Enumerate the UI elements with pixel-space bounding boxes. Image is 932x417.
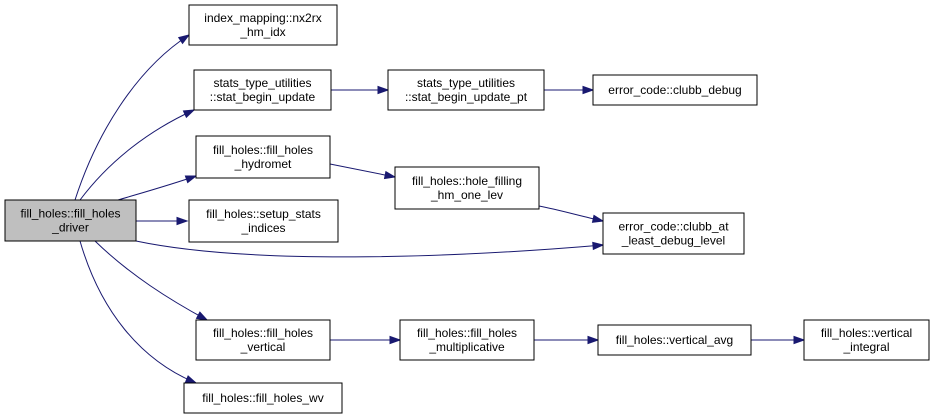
- arrowhead: [195, 311, 209, 321]
- node-box: [597, 324, 752, 356]
- edge-driver-to-vertical: [94, 240, 209, 321]
- arrowhead: [383, 170, 397, 180]
- node-vertical-integral[interactable]: fill_holes::vertical_integral: [803, 319, 930, 361]
- call-graph-nodes: fill_holes::fill_holes_driverindex_mappi…: [4, 4, 930, 414]
- arrowhead: [184, 375, 198, 384]
- edge-multiplicative-to-vertical_avg: [534, 335, 600, 345]
- node-label-line: _vertical: [240, 340, 286, 354]
- node-label-line: fill_holes::vertical_avg: [616, 333, 733, 347]
- node-box: [195, 135, 331, 179]
- edge-line: [117, 175, 197, 201]
- node-vertical[interactable]: fill_holes::fill_holes_vertical: [195, 319, 331, 361]
- node-label-line: stats_type_utilities: [417, 76, 515, 90]
- node-box: [195, 319, 331, 361]
- edge-driver-to-wv: [79, 240, 198, 384]
- edge-line: [94, 240, 208, 321]
- node-label-line: fill_holes::setup_stats: [206, 207, 321, 221]
- node-box: [183, 382, 343, 414]
- edge-vertical_avg-to-vertical_integral: [751, 335, 806, 345]
- edge-driver-to-setup_stats: [136, 216, 189, 226]
- edge-line: [74, 34, 190, 201]
- node-box: [188, 4, 338, 46]
- node-wv[interactable]: fill_holes::fill_holes_wv: [183, 382, 343, 414]
- node-clubb-debug[interactable]: error_code::clubb_debug: [592, 74, 758, 106]
- node-label-line: ::stat_begin_update: [210, 90, 316, 104]
- node-hole-filling[interactable]: fill_holes::hole_filling_hm_one_lev: [394, 166, 540, 210]
- node-label-line: _indices: [240, 221, 285, 235]
- node-label-line: fill_holes::fill_holes: [417, 326, 517, 340]
- arrowhead: [184, 175, 198, 184]
- node-label-line: fill_holes::fill_holes: [213, 143, 313, 157]
- node-label-line: fill_holes::vertical: [821, 326, 912, 340]
- arrowhead: [591, 214, 605, 223]
- node-box: [387, 69, 545, 111]
- edge-line: [79, 240, 197, 384]
- node-label-line: error_code::clubb_at: [618, 220, 729, 234]
- arrowhead: [182, 109, 196, 119]
- node-box: [803, 319, 930, 361]
- call-graph-edges: [74, 34, 806, 384]
- node-box: [592, 74, 758, 106]
- arrowhead: [177, 34, 191, 45]
- node-label-line: fill_holes::hole_filling: [412, 174, 522, 188]
- arrowhead: [389, 335, 402, 345]
- node-label-line: ::stat_begin_update_pt: [405, 90, 528, 104]
- node-label-line: index_mapping::nx2rx: [204, 11, 321, 25]
- node-box: [188, 199, 339, 243]
- node-label-line: _hydromet: [234, 157, 292, 171]
- node-box: [193, 69, 332, 111]
- node-box: [4, 199, 137, 242]
- edge-hole_filling-to-clubb_at_least: [538, 205, 605, 223]
- node-stat-begin-update-pt[interactable]: stats_type_utilities::stat_begin_update_…: [387, 69, 545, 111]
- node-box: [394, 166, 540, 210]
- edge-hydromet-to-hole_filling: [329, 163, 397, 180]
- node-label-line: stats_type_utilities: [213, 76, 311, 90]
- node-clubb-at-least[interactable]: error_code::clubb_at_least_debug_level: [602, 212, 745, 255]
- edge-line: [79, 109, 195, 201]
- node-nx2rx[interactable]: index_mapping::nx2rx_hm_idx: [188, 4, 338, 46]
- node-label-line: _driver: [51, 221, 89, 235]
- node-label-line: fill_holes::fill_holes: [213, 326, 313, 340]
- node-stat-begin-update[interactable]: stats_type_utilities::stat_begin_update: [193, 69, 332, 111]
- edge-driver-to-clubb_at_least: [135, 240, 605, 258]
- node-box: [602, 212, 745, 255]
- node-hydromet[interactable]: fill_holes::fill_holes_hydromet: [195, 135, 331, 179]
- node-label-line: _multiplicative: [428, 340, 505, 354]
- edge-stat_begin_update_pt-to-clubb_debug: [544, 85, 595, 95]
- arrowhead: [377, 85, 390, 95]
- arrowhead: [592, 241, 605, 251]
- node-label-line: _least_debug_level: [621, 234, 725, 248]
- node-box: [399, 319, 535, 361]
- node-label-line: error_code::clubb_debug: [608, 83, 741, 97]
- arrowhead: [582, 85, 595, 95]
- node-label-line: _hm_one_lev: [430, 188, 503, 202]
- node-setup-stats[interactable]: fill_holes::setup_stats_indices: [188, 199, 339, 243]
- node-label-line: fill_holes::fill_holes: [20, 207, 120, 221]
- edge-line: [135, 240, 604, 258]
- arrowhead: [176, 216, 189, 226]
- edge-driver-to-stat_begin_update: [79, 109, 196, 201]
- edge-stat_begin_update-to-stat_begin_update_pt: [331, 85, 390, 95]
- node-multiplicative[interactable]: fill_holes::fill_holes_multiplicative: [399, 319, 535, 361]
- node-label-line: _hm_idx: [239, 25, 285, 39]
- arrowhead: [587, 335, 600, 345]
- arrowhead: [793, 335, 806, 345]
- node-vertical-avg[interactable]: fill_holes::vertical_avg: [597, 324, 752, 356]
- node-driver: fill_holes::fill_holes_driver: [4, 199, 137, 242]
- edge-vertical-to-multiplicative: [330, 335, 402, 345]
- node-label-line: _integral: [842, 340, 889, 354]
- edge-driver-to-hydromet: [117, 175, 198, 201]
- edge-driver-to-nx2rx: [74, 34, 191, 201]
- node-label-line: fill_holes::fill_holes_wv: [202, 391, 323, 405]
